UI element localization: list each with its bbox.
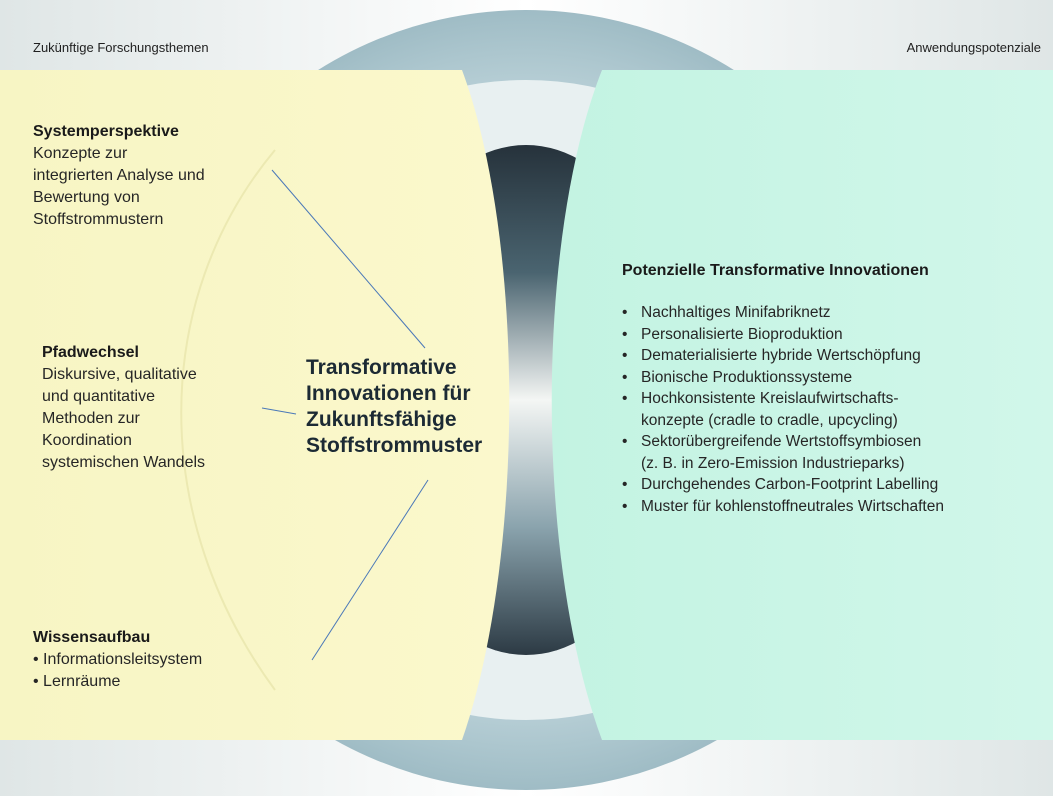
wissensaufbau-block: Wissensaufbau • Informationsleitsystem •…	[33, 627, 273, 693]
bullet-icon: •	[622, 390, 628, 407]
list-item: • Nachhaltiges Minifabriknetz	[622, 302, 1047, 324]
list-item-text: Bionische Produktionssysteme	[641, 368, 853, 386]
innovations-panel: Potenzielle Transformative Innovationen …	[622, 260, 1047, 517]
connector-line-systemperspektive	[271, 169, 426, 349]
wissensaufbau-item: • Lernräume	[33, 673, 121, 690]
pfadwechsel-block: Pfadwechsel Diskursive, qualitative und …	[42, 342, 272, 474]
bullet-icon: •	[622, 476, 628, 493]
bullet-icon: •	[622, 347, 628, 364]
right-panel	[551, 70, 1053, 740]
bullet-icon: •	[622, 304, 628, 321]
list-item-text: Muster für kohlenstoffneutrales Wirtscha…	[641, 497, 944, 515]
bullet-icon: •	[622, 497, 628, 515]
left-panel-arc	[180, 149, 276, 691]
list-item: • Bionische Produktionssysteme	[622, 367, 1047, 389]
innovations-heading: Potenzielle Transformative Innovationen	[622, 262, 929, 279]
pfadwechsel-text: Diskursive, qualitative und quantitative…	[42, 366, 206, 471]
list-item: • Muster für kohlenstoffneutrales Wirtsch…	[622, 496, 1047, 518]
list-item: • Dematerialisierte hybride Wertschöpfung	[622, 345, 1047, 367]
systemperspektive-heading: Systemperspektive	[33, 123, 179, 140]
center-title: Transformative Innovationen für Zukunfts…	[306, 356, 483, 457]
connector-line-wissensaufbau	[311, 479, 429, 661]
bullet-icon: •	[622, 325, 628, 343]
list-item-text: Nachhaltiges Minifabriknetz	[641, 304, 831, 321]
list-item-text: Hochkonsistente Kreislaufwirtschafts- ko…	[641, 390, 899, 429]
list-item-text: Dematerialisierte hybride Wertschöpfung	[641, 347, 921, 364]
bullet-icon: •	[622, 368, 628, 386]
right-corner-label: Anwendungspotenziale	[906, 40, 1041, 55]
pfadwechsel-heading: Pfadwechsel	[42, 344, 139, 361]
wissensaufbau-heading: Wissensaufbau	[33, 629, 151, 646]
left-corner-label: Zukünftige Forschungsthemen	[33, 40, 209, 55]
list-item: • Personalisierte Bioproduktion	[622, 324, 1047, 346]
systemperspektive-text: Konzepte zur integrierten Analyse und Be…	[33, 145, 205, 228]
list-item: • Durchgehendes Carbon-Footprint Labellin…	[622, 474, 1047, 496]
connector-line-pfadwechsel	[261, 407, 297, 415]
left-panel	[0, 70, 510, 740]
wissensaufbau-item: • Informationsleitsystem	[33, 651, 203, 668]
list-item-text: Personalisierte Bioproduktion	[641, 325, 843, 343]
list-item-text: Sektorübergreifende Wertstoffsymbiosen (…	[641, 433, 922, 472]
list-item-text: Durchgehendes Carbon-Footprint Labelling	[641, 476, 939, 493]
bullet-icon: •	[622, 433, 628, 450]
list-item: • Sektorübergreifende Wertstoffsymbiosen …	[622, 431, 1047, 474]
list-item: • Hochkonsistente Kreislaufwirtschafts- k…	[622, 388, 1047, 431]
systemperspektive-block: Systemperspektive Konzepte zur integrier…	[33, 121, 273, 231]
innovations-list: • Nachhaltiges Minifabriknetz • Personalis…	[622, 302, 1047, 517]
